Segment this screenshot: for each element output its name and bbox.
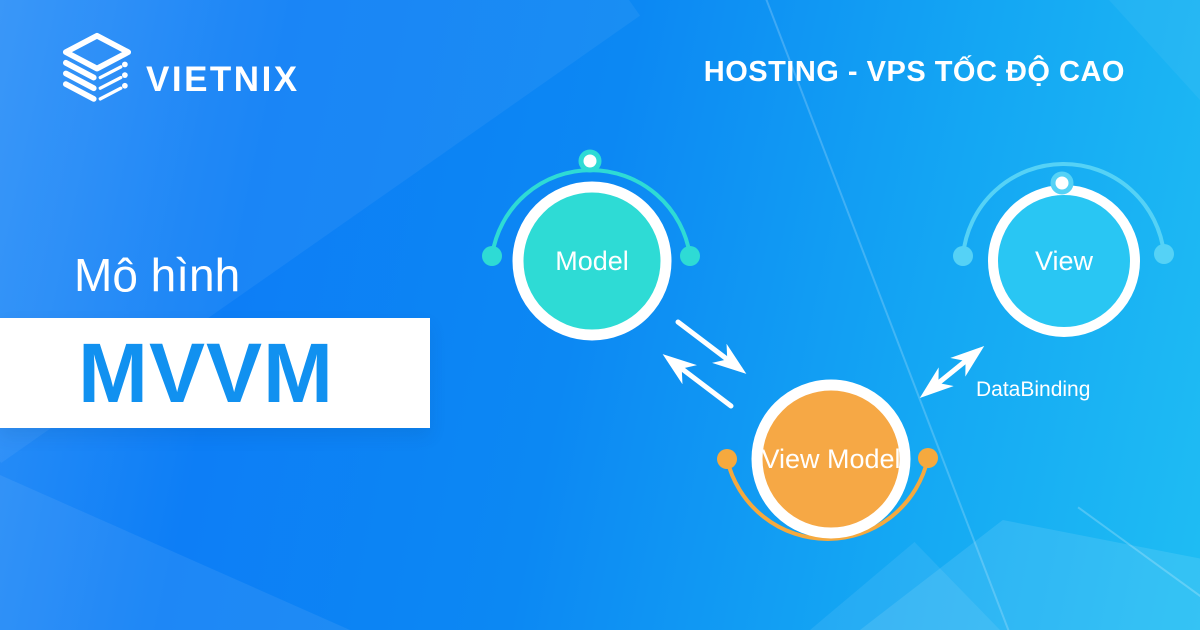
view-label: View [1034,245,1094,276]
node-view: View [948,145,1180,377]
connector-dot [680,246,700,266]
connector-dot [717,449,737,469]
arc-top-dot [1050,171,1074,195]
connector-dot [482,246,502,266]
databinding-label: DataBinding [976,378,1091,401]
connector-dot [918,448,938,468]
bg-corner-triangle [0,475,350,630]
vietnix-logo: VIETNIX [56,30,300,112]
model-label: Model [555,245,629,276]
view-model-label: View Model [761,443,901,474]
arc-top-dot [578,149,602,173]
model-circle [512,181,672,341]
model-node-graphic [482,149,700,341]
title-main: MVVM [78,326,334,420]
view-model-circle [751,379,911,539]
title-subtitle: Mô hình [74,249,241,301]
header-tagline: HOSTING - VPS TỐC ĐỘ CAO [703,56,1125,88]
view-arc [961,161,1166,258]
connector-dot [953,246,973,266]
view-model-node-graphic [717,379,938,541]
title-box: MVVM [0,318,430,428]
view-node-graphic [953,161,1174,337]
connector-dot [1154,244,1174,264]
vietnix-layers-logo-icon [62,32,132,102]
brand-name: VIETNIX [146,60,300,99]
view-model-arc [725,456,930,541]
node-view-model: View Model [715,343,947,575]
node-model: Model [476,145,708,377]
